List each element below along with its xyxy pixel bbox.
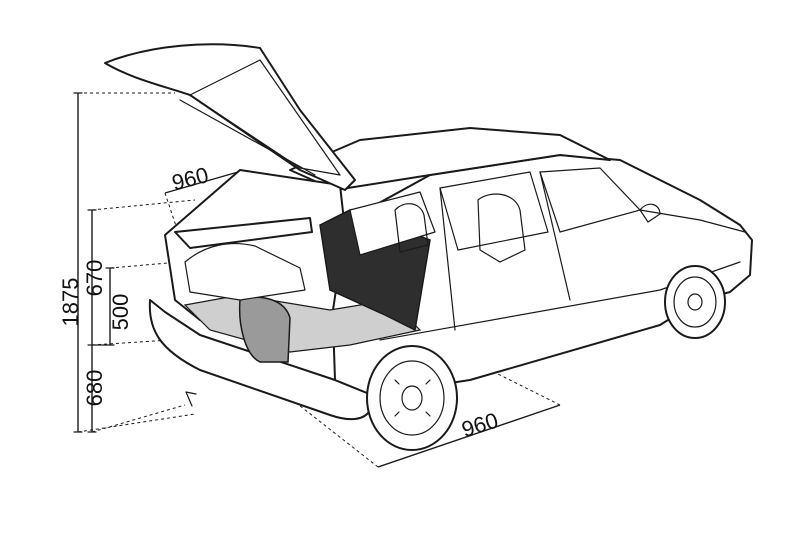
rear-door-window — [439, 171, 549, 251]
dim-line-960-top — [164, 171, 239, 194]
label-1875: 1875 — [58, 278, 83, 327]
dimension-lines — [73, 92, 561, 468]
arrow-marker — [185, 391, 197, 407]
dimension-labels: 1875 670 500 680 960 960 — [58, 162, 501, 442]
ext-line-floor — [91, 339, 171, 346]
rear-light — [238, 296, 291, 363]
body-crease — [379, 261, 741, 341]
mirror — [639, 203, 661, 223]
tailgate-window — [189, 59, 341, 176]
label-960-top: 960 — [169, 162, 211, 195]
label-680: 680 — [82, 370, 107, 407]
label-960-floor: 960 — [459, 408, 501, 443]
gas-strut — [179, 99, 316, 176]
ext-line-680-bottom — [91, 404, 186, 433]
ext-line-960-left — [164, 192, 181, 239]
ext-line-670-top — [91, 199, 196, 211]
parcel-shelf — [174, 217, 313, 249]
rear-side-window — [349, 191, 436, 256]
ext-line-floor-left — [289, 397, 379, 468]
label-670: 670 — [82, 260, 107, 297]
front-wheel — [664, 265, 726, 339]
front-seat — [477, 193, 526, 263]
car-roof — [289, 127, 611, 191]
tailgate — [104, 43, 356, 191]
ext-line-floor-right — [469, 359, 561, 406]
door-seam-rear — [439, 187, 456, 331]
label-500: 500 — [108, 294, 133, 331]
door-seam-front — [539, 171, 571, 301]
dim-line-960-floor — [377, 404, 561, 468]
rear-wheel — [366, 345, 458, 451]
rear-seat — [184, 243, 306, 301]
ext-line-ground — [77, 413, 196, 433]
rear-headrest — [394, 203, 429, 253]
car-illustration — [104, 43, 753, 421]
